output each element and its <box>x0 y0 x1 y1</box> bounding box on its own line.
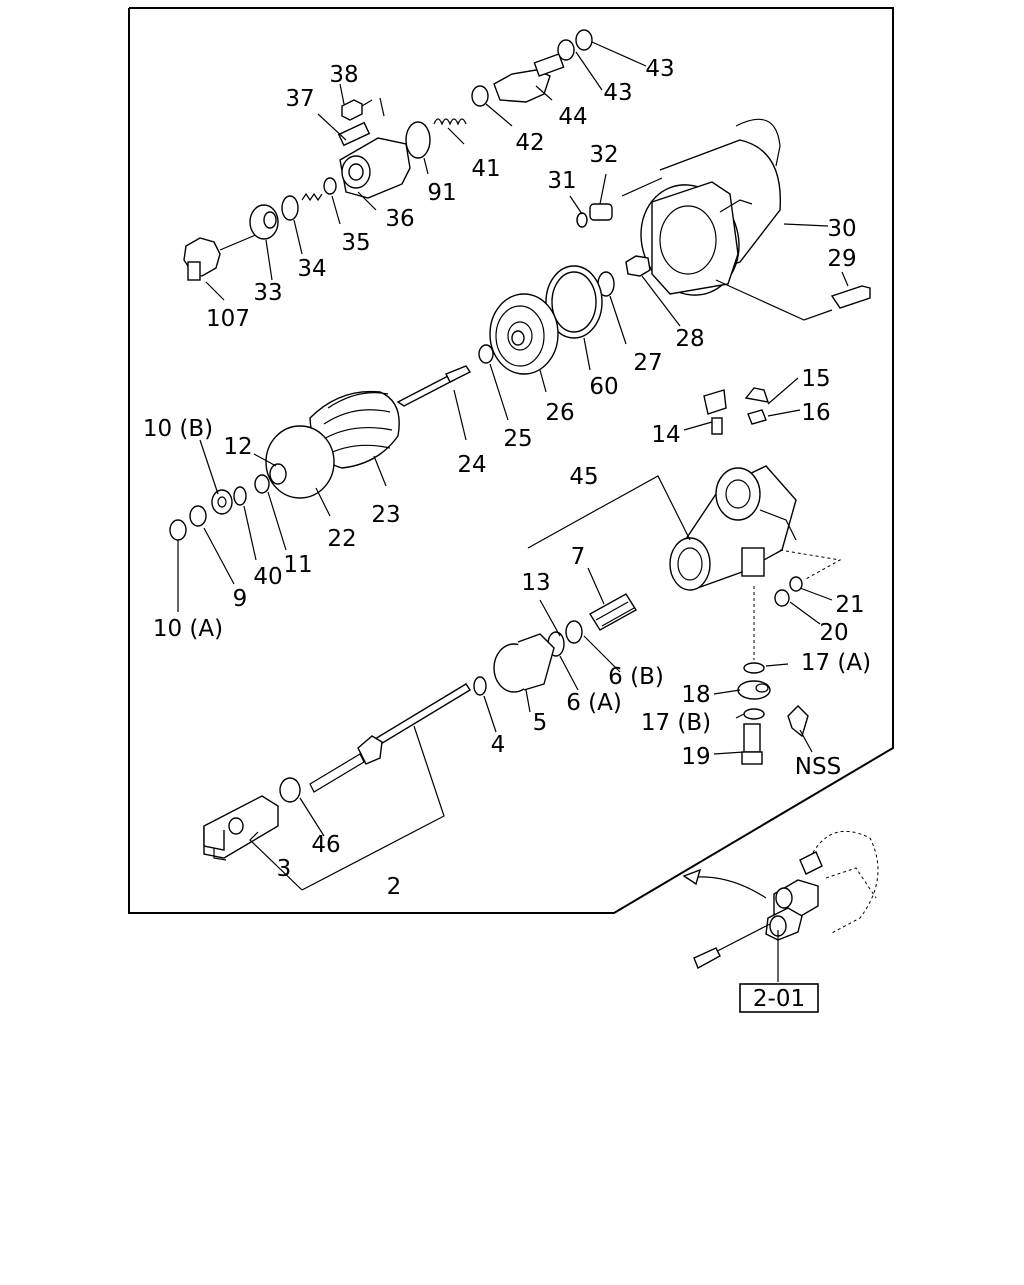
label-36: 36 <box>385 206 414 232</box>
label-23: 23 <box>371 502 400 528</box>
label-19: 19 <box>681 744 710 770</box>
push-rod-assembly <box>203 593 637 861</box>
label-7: 7 <box>571 544 586 570</box>
inset-assembly: 2-01 <box>682 830 879 1013</box>
label-44: 44 <box>558 104 587 130</box>
label-30: 30 <box>827 216 856 242</box>
label-2: 2 <box>387 874 402 900</box>
label-24: 24 <box>457 452 486 478</box>
label-27: 27 <box>633 350 662 376</box>
diagram-frame <box>128 7 894 914</box>
housing-assembly <box>669 387 842 765</box>
valve-assembly <box>183 29 593 281</box>
label-41: 41 <box>471 156 500 182</box>
label-43a: 43 <box>645 56 674 82</box>
label-32: 32 <box>589 142 618 168</box>
label-9: 9 <box>233 586 248 612</box>
label-14: 14 <box>651 422 680 448</box>
ref-box <box>739 983 819 1013</box>
piston-assembly <box>169 265 603 541</box>
label-17a: 17 (A) <box>801 650 871 676</box>
label-34: 34 <box>297 256 326 282</box>
label-25: 25 <box>503 426 532 452</box>
label-28: 28 <box>675 326 704 352</box>
label-26: 26 <box>545 400 574 426</box>
cylinder-body <box>576 118 871 321</box>
label-15: 15 <box>801 366 830 392</box>
label-38: 38 <box>329 62 358 88</box>
label-nss: NSS <box>795 754 841 780</box>
label-29: 29 <box>827 246 856 272</box>
label-20: 20 <box>819 620 848 646</box>
label-6b: 6 (B) <box>608 664 664 690</box>
label-22: 22 <box>327 526 356 552</box>
ref-box-label: 2-01 <box>753 986 805 1012</box>
label-37: 37 <box>285 86 314 112</box>
label-12: 12 <box>223 434 252 460</box>
leader-lines <box>177 41 849 891</box>
label-43b: 43 <box>603 80 632 106</box>
label-10b: 10 (B) <box>143 416 213 442</box>
label-3: 3 <box>277 856 292 882</box>
label-91: 91 <box>427 180 456 206</box>
label-6a: 6 (A) <box>566 690 622 716</box>
label-16: 16 <box>801 400 830 426</box>
label-4: 4 <box>491 732 506 758</box>
label-60: 60 <box>589 374 618 400</box>
label-18: 18 <box>681 682 710 708</box>
callout-labels: 38 37 43 43 44 42 41 91 36 35 34 33 107 … <box>143 56 871 900</box>
label-45: 45 <box>569 464 598 490</box>
label-11: 11 <box>283 552 312 578</box>
label-33: 33 <box>253 280 282 306</box>
label-31: 31 <box>547 168 576 194</box>
label-5: 5 <box>533 710 548 736</box>
label-107: 107 <box>206 306 250 332</box>
label-17b: 17 (B) <box>641 710 711 736</box>
label-13: 13 <box>521 570 550 596</box>
label-35: 35 <box>341 230 370 256</box>
label-10a: 10 (A) <box>153 616 223 642</box>
label-42: 42 <box>515 130 544 156</box>
label-40: 40 <box>253 564 282 590</box>
label-46: 46 <box>311 832 340 858</box>
label-21: 21 <box>835 592 864 618</box>
